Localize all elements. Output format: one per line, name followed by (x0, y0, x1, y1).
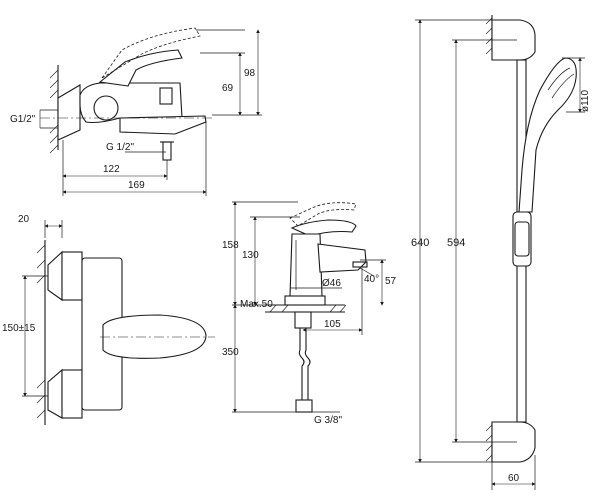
dia-110-label: ø110 (580, 90, 591, 112)
dim-69-label: 69 (222, 83, 234, 94)
bath-mixer-side-view: 98 69 G1/2" G 1/2" 122 169 (10, 27, 262, 196)
angle-40-label: 40° (364, 274, 379, 285)
dim-594-label: 594 (447, 237, 465, 249)
dim-640-label: 640 (411, 237, 429, 249)
dim-150-label: 150±15 (2, 323, 36, 334)
dim-98-label: 98 (244, 68, 256, 79)
thread-outlet-label: G 1/2" (106, 142, 134, 153)
shower-rail-view: ø110 640 594 60 (411, 15, 591, 490)
lever-front (102, 314, 207, 359)
handshower-slider (512, 211, 532, 267)
bath-spout (119, 115, 207, 135)
thread-g38-label: G 3/8" (314, 415, 342, 426)
dim-57-label: 57 (385, 276, 397, 287)
mixer-body (79, 82, 183, 124)
dim-158-label: 158 (222, 240, 239, 251)
basin-base (284, 295, 326, 306)
hose-nut (295, 399, 313, 413)
lower-eccentric (47, 368, 63, 419)
shower-outlet (162, 141, 172, 161)
dim-122-label: 122 (103, 164, 120, 175)
lower-rosette (61, 369, 83, 419)
lever-raised-position (101, 27, 201, 79)
max-50-label: Max.50 (240, 299, 273, 310)
basin-shank (294, 311, 312, 329)
basin-lever (290, 219, 357, 237)
eccentric-connector (57, 84, 81, 141)
hand-shower (518, 57, 577, 213)
dim-130-label: 130 (242, 250, 259, 261)
diverter-knob (159, 87, 173, 105)
dim-169-label: 169 (128, 180, 145, 191)
dim-20-label: 20 (18, 214, 30, 225)
upper-eccentric (47, 250, 63, 302)
upper-rosette (61, 251, 83, 301)
body-cap (93, 95, 119, 121)
flexible-hose (298, 328, 305, 400)
dim-105-label: 105 (324, 319, 341, 330)
dia-46-label: Ø46 (322, 278, 341, 289)
basin-mixer-view: 158 130 350 Ø46 Max.50 (222, 201, 397, 426)
dim-350-label: 350 (222, 347, 239, 358)
dim-60-label: 60 (508, 473, 520, 484)
lever-handle (98, 49, 183, 87)
wall-hatch (49, 65, 59, 154)
basin-lever-raised (289, 202, 357, 227)
basin-spout (317, 243, 367, 273)
basin-body (289, 233, 323, 297)
thread-wall-label: G1/2" (10, 114, 36, 125)
bath-mixer-front-view: 20 150±15 (2, 214, 215, 425)
